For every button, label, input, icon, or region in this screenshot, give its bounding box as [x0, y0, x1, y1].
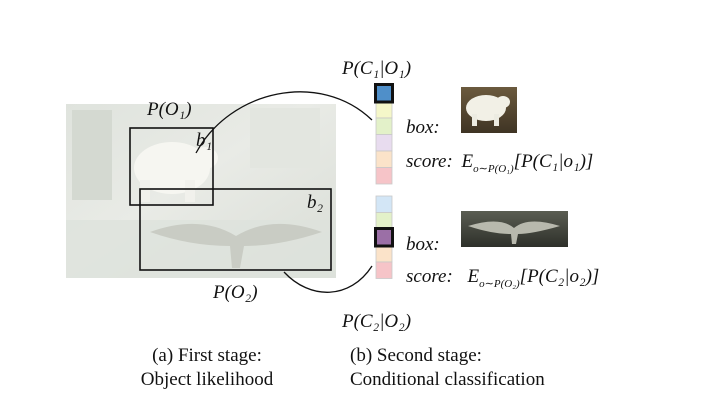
- thumbnail-heron: [461, 211, 568, 247]
- score-line-1: score: Eo∼P(O₁)[P(C₁|o₁)]: [406, 151, 594, 175]
- connector-curve-bottom: [283, 265, 373, 293]
- score-column-top: [374, 83, 394, 185]
- score-subscript-2: o∼P(O₂): [479, 278, 520, 290]
- label-p-c1-o1: P(C₁|O₁): [342, 58, 412, 79]
- connector-curve-top: [195, 91, 373, 154]
- top-score-cell-6: [375, 167, 393, 185]
- box-label-1: box:: [406, 117, 440, 138]
- top-score-cell-4: [375, 134, 393, 152]
- score-column-bottom: [374, 195, 394, 279]
- top-score-cell-3: [375, 117, 393, 135]
- bounding-box-b1[interactable]: [129, 127, 214, 206]
- caption-stage-b-line1: (b) Second stage:: [350, 345, 482, 366]
- bottom-score-cell-3: [375, 228, 393, 246]
- bottom-score-cell-5: [375, 261, 393, 279]
- caption-stage-a-line1: (a) First stage:: [152, 345, 262, 366]
- thumbnail-polar-bear: [461, 87, 517, 133]
- bounding-box-b2[interactable]: [139, 188, 332, 271]
- label-p-o2: P(O₂): [213, 282, 258, 303]
- score-body-2: [P(C₂|o₂)]: [519, 266, 600, 287]
- score-line-2: score: Eo∼P(O₂)[P(C₂|o₂)]: [406, 266, 600, 290]
- box-label-2: box:: [406, 234, 440, 255]
- caption-stage-a-line2: Object likelihood: [140, 369, 274, 390]
- top-score-highlight-cell: [374, 83, 394, 104]
- score-label-1: score:: [406, 151, 453, 172]
- score-expectation-1: E: [461, 151, 474, 172]
- bottom-score-highlight-cell: [374, 227, 394, 248]
- score-body-1: [P(C₁|o₁)]: [513, 151, 594, 172]
- score-subscript-1: o∼P(O₁): [473, 163, 514, 175]
- caption-stage-a: (a) First stage: Object likelihood: [112, 344, 302, 392]
- top-score-cell-2: [375, 101, 393, 119]
- top-score-cell-5: [375, 150, 393, 168]
- bottom-score-cell-2: [375, 212, 393, 230]
- heron-shape: [150, 223, 322, 268]
- bottom-score-cell-4: [375, 245, 393, 263]
- label-b1: b₁: [196, 130, 213, 151]
- caption-stage-b: (b) Second stage: Conditional classifica…: [350, 344, 600, 392]
- label-p-c2-o2: P(C₂|O₂): [342, 311, 412, 332]
- scene-photo: [66, 104, 336, 278]
- bottom-score-cell-1: [375, 195, 393, 213]
- caption-stage-b-line2: Conditional classification: [350, 369, 545, 390]
- score-label-2: score:: [406, 266, 453, 287]
- top-score-cell-1: [375, 84, 393, 102]
- score-expectation-2: E: [467, 266, 480, 287]
- label-p-o1: P(O₁): [147, 99, 192, 120]
- label-b2: b₂: [307, 192, 324, 213]
